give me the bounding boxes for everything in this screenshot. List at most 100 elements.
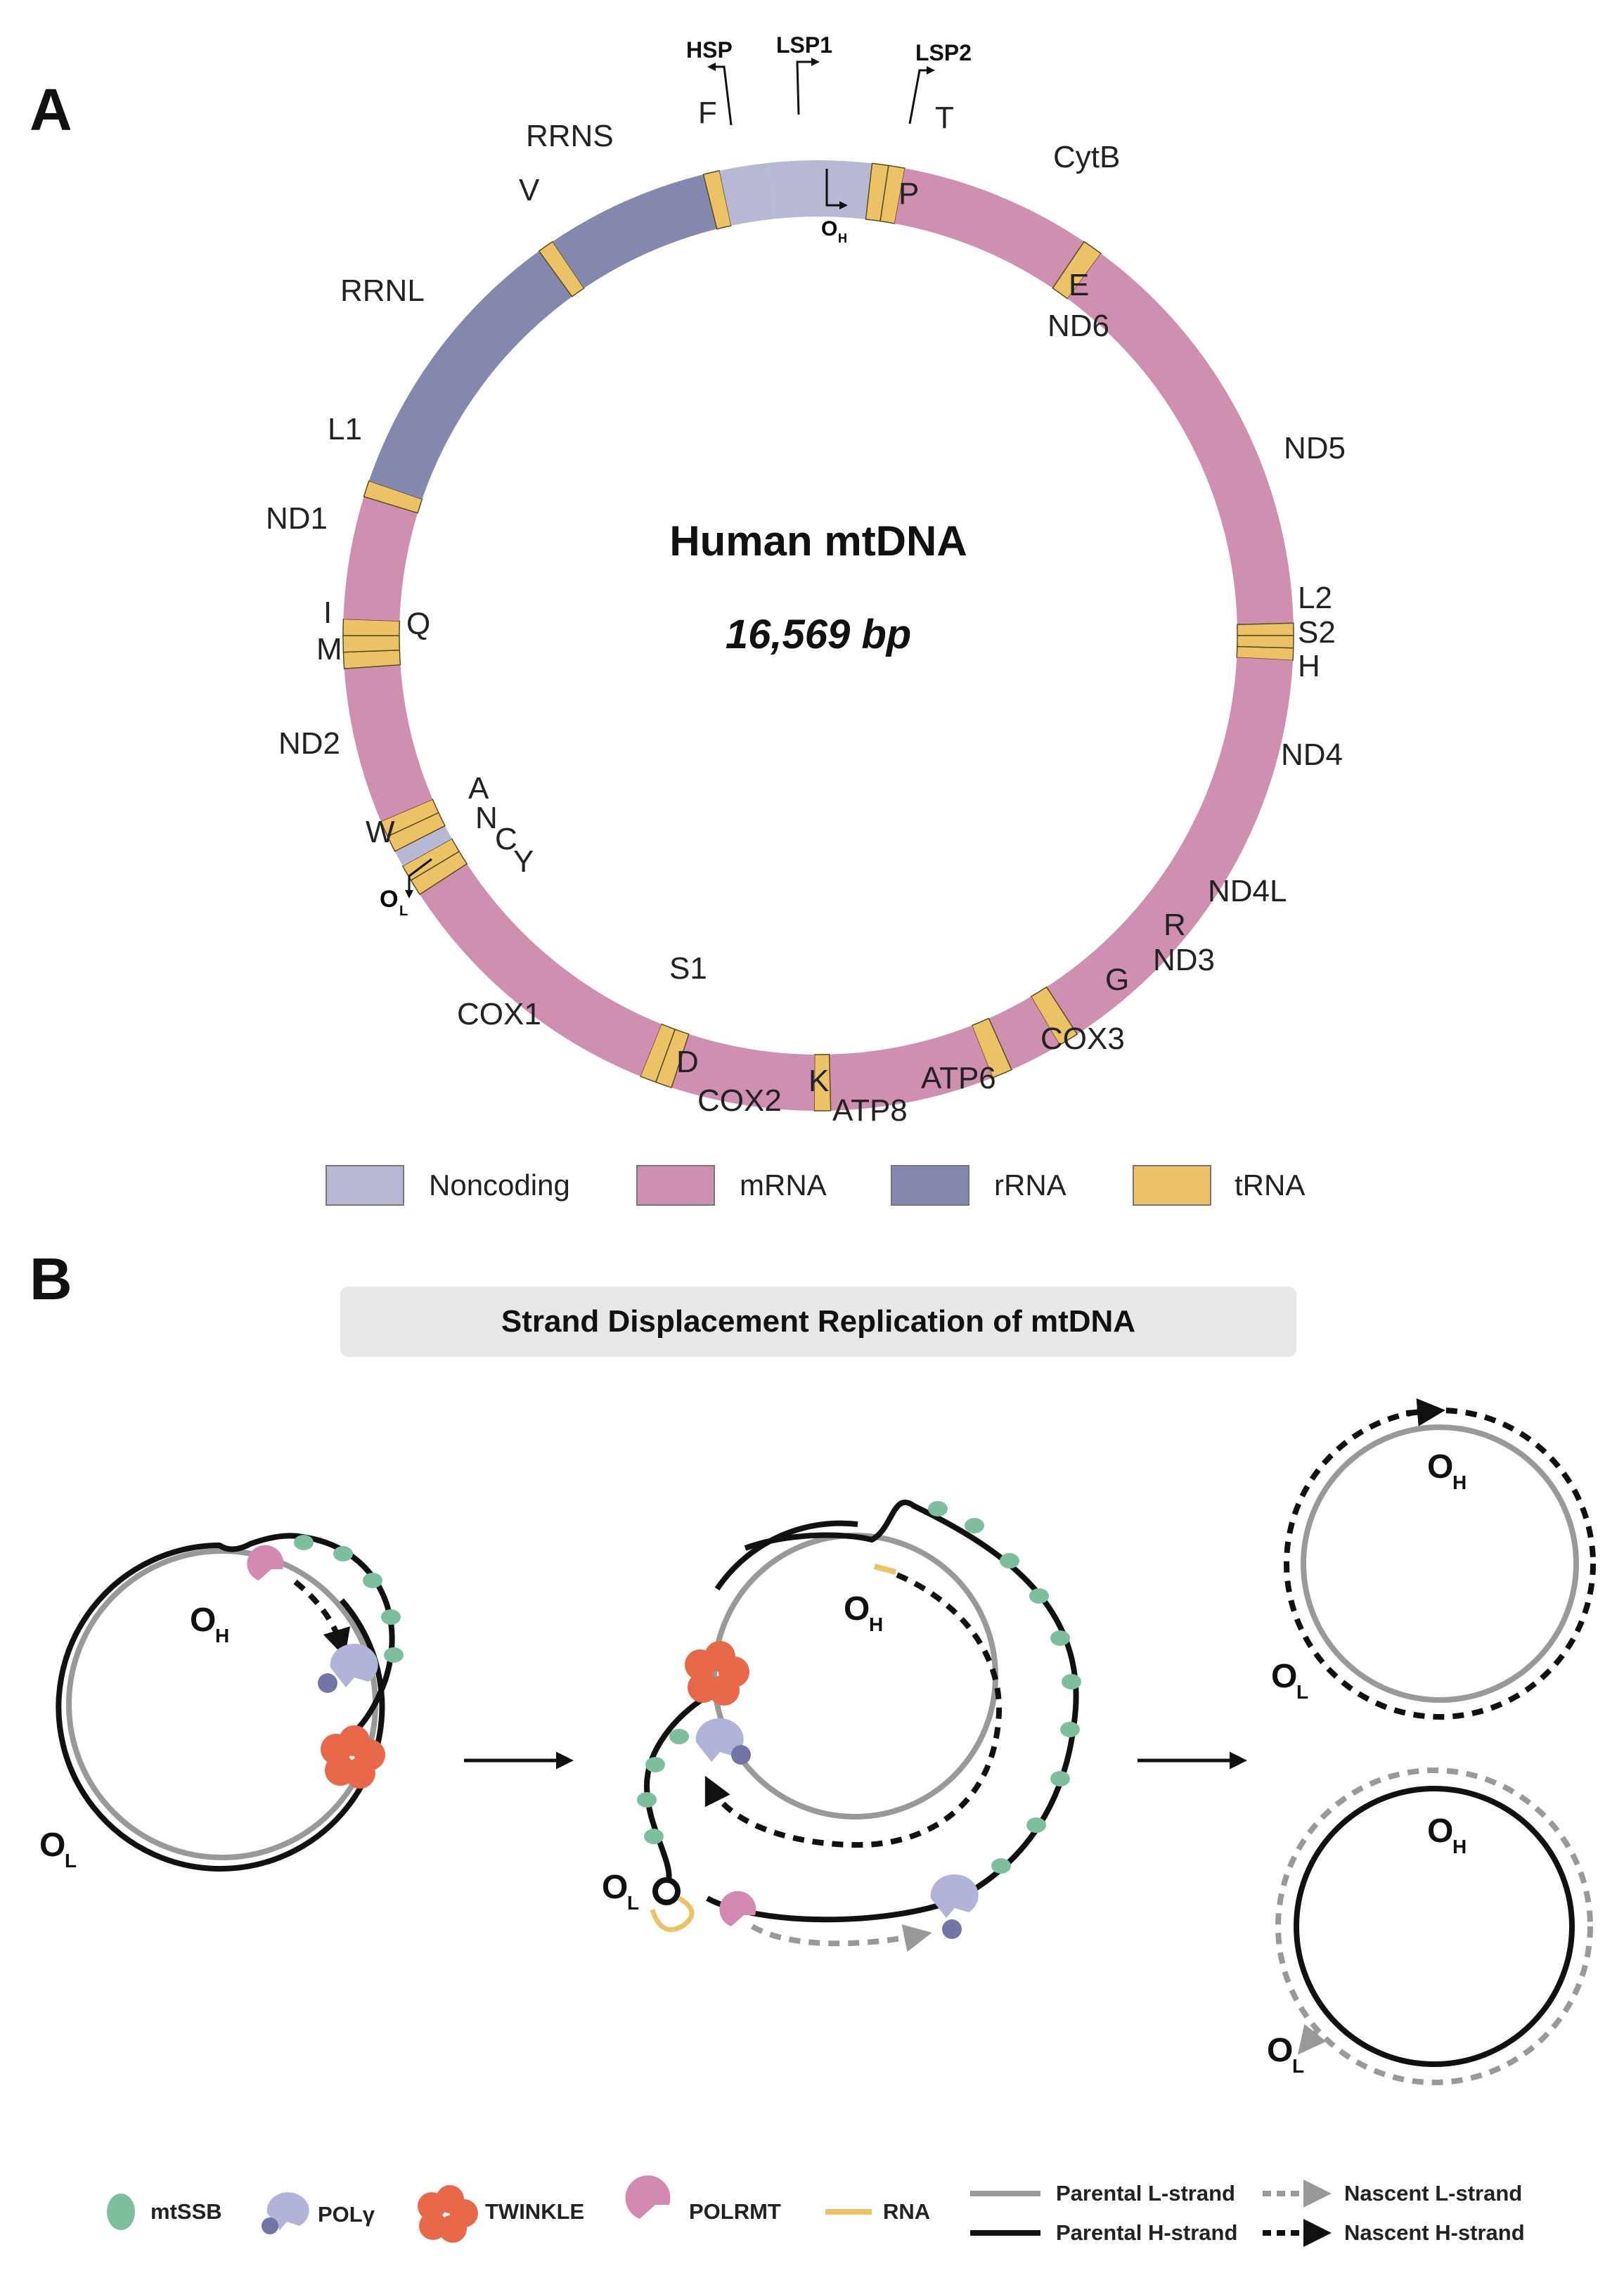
stage-1: O H O L <box>39 1533 404 1872</box>
stage2-nascent-h <box>704 1572 1003 1848</box>
ring-segment <box>1030 986 1078 1046</box>
ring-segment <box>420 863 662 1076</box>
stage-3-top: O H O L <box>1271 1398 1596 1720</box>
ring-segment <box>342 618 401 636</box>
gene-label-W: W <box>366 815 395 849</box>
gene-label-M: M <box>316 632 342 667</box>
gene-label-E: E <box>1069 268 1089 302</box>
ring-segment <box>702 169 732 230</box>
stage2-ssb <box>1050 1630 1070 1646</box>
daughter2-arrow <box>1298 2023 1327 2055</box>
gene-label-ND1: ND1 <box>266 501 328 536</box>
legend-b: mtSSB POLγ TWINKLE POLRMT RNA <box>107 2175 1525 2247</box>
promoter-hsp-label: HSP <box>686 37 733 63</box>
stage2-ssb <box>644 1829 664 1844</box>
daughter1-arrow <box>1405 1398 1445 1427</box>
ring-segment <box>988 996 1060 1070</box>
ring-segment <box>671 1034 815 1111</box>
promoter-lsp2: LSP2 <box>908 40 972 124</box>
stage1-ssb <box>384 1647 404 1663</box>
gene-label-RRNS: RRNS <box>526 119 614 153</box>
gene-label-ND5: ND5 <box>1284 431 1346 465</box>
legend-b-rna-label: RNA <box>883 2199 930 2224</box>
oh-sub-a: H <box>838 231 847 245</box>
stage1-ol-sub: L <box>65 1850 77 1872</box>
legend-b-parental-h: Parental H-strand <box>970 2220 1237 2245</box>
ol-label-a: O <box>380 886 398 913</box>
gene-label-RRNL: RRNL <box>340 273 425 308</box>
legend-a-swatch-trna <box>1133 1165 1211 1206</box>
gene-labels: F T P CytB E ND6 ND5 L2 S2 H ND4 ND4L R … <box>266 96 1346 1128</box>
ring-segment <box>394 825 452 866</box>
daughter1-oh: O <box>1427 1448 1453 1486</box>
stage1-ssb-group <box>294 1535 404 1663</box>
legend-b-parental-l-label: Parental L-strand <box>1056 2181 1235 2206</box>
promoter-lsp1-label: LSP1 <box>776 32 832 58</box>
ring-segment <box>344 664 433 822</box>
stage2-ssb <box>1000 1553 1019 1569</box>
origin-oh-marker: O H <box>821 169 848 245</box>
origin-ol-marker: O L <box>380 858 432 919</box>
stage2-ssb-group <box>637 1501 1081 1874</box>
gene-label-COX1: COX1 <box>457 997 541 1031</box>
gene-label-S1: S1 <box>669 951 707 986</box>
daughter2-oh-sub: H <box>1452 1836 1467 1857</box>
legend-b-poly: POLγ <box>262 2192 375 2234</box>
ring-segment <box>719 162 775 226</box>
gene-label-P: P <box>898 176 919 211</box>
ring-segment <box>894 168 1085 288</box>
genome-size: 16,569 bp <box>726 612 911 657</box>
ring-segment <box>1046 657 1294 1034</box>
stage1-nascent-h <box>293 1579 351 1658</box>
stage1-ol: O <box>39 1827 65 1864</box>
gene-label-ND2: ND2 <box>278 726 340 761</box>
panel-b-label: B <box>30 1246 72 1312</box>
gene-label-A: A <box>468 771 489 806</box>
mtdna-ring <box>342 160 1294 1112</box>
ring-segment <box>829 1025 993 1111</box>
banner-box <box>340 1287 1296 1357</box>
gene-label-N: N <box>475 801 498 835</box>
gene-label-R: R <box>1164 908 1186 942</box>
daughter1-nascent-h <box>1284 1408 1596 1720</box>
stage-3-bottom: O H O L <box>1267 1767 1593 2085</box>
stage2-ol-loop <box>652 1877 681 1905</box>
gene-label-S2: S2 <box>1298 615 1336 650</box>
gene-label-T: T <box>935 101 954 135</box>
gene-label-I: I <box>323 595 332 630</box>
legend-b-nascent-l-label: Nascent L-strand <box>1344 2181 1522 2206</box>
stage2-twinkle <box>685 1641 749 1706</box>
legend-a-label-rrna: rRNA <box>994 1168 1066 1202</box>
gene-label-COX2: COX2 <box>697 1083 782 1118</box>
stage1-oh: O <box>190 1602 216 1639</box>
legend-a-swatch-noncoding <box>326 1165 404 1206</box>
ring-segment <box>538 240 585 297</box>
stage1-ssb <box>333 1546 353 1562</box>
stage1-ssb <box>294 1535 314 1550</box>
ring-segment <box>380 798 439 837</box>
legend-b-polrmt-label: POLRMT <box>689 2199 781 2224</box>
legend-a-label-trna: tRNA <box>1235 1168 1305 1202</box>
legend-b-rna: RNA <box>825 2199 930 2224</box>
legend-a-label-mrna: mRNA <box>740 1168 827 1202</box>
ring-segment <box>971 1017 1012 1078</box>
stage2-oh-sub: H <box>869 1614 883 1635</box>
gene-label-C: C <box>495 822 517 856</box>
legend-b-nascent-h: Nascent H-strand <box>1263 2219 1525 2247</box>
gene-label-D: D <box>676 1045 699 1079</box>
stage2-ssb <box>1029 1588 1049 1604</box>
ring-segment <box>1236 645 1294 662</box>
daughter2-parental-h <box>1294 1786 1575 2067</box>
ring-segment <box>342 635 401 653</box>
stage1-parental-l <box>66 1548 378 1860</box>
promoter-lsp2-label: LSP2 <box>915 40 972 65</box>
stage2-ssb <box>637 1792 657 1808</box>
stage1-poly <box>318 1643 378 1693</box>
legend-a-item-noncoding: Noncoding <box>326 1165 570 1206</box>
gene-label-L2: L2 <box>1298 581 1332 615</box>
panel-a-label: A <box>30 77 72 143</box>
stage1-oh-sub: H <box>215 1625 229 1647</box>
ring-segment <box>1237 635 1294 649</box>
stage2-ssb <box>1026 1817 1046 1833</box>
daughter1-oh-sub: H <box>1452 1472 1467 1493</box>
